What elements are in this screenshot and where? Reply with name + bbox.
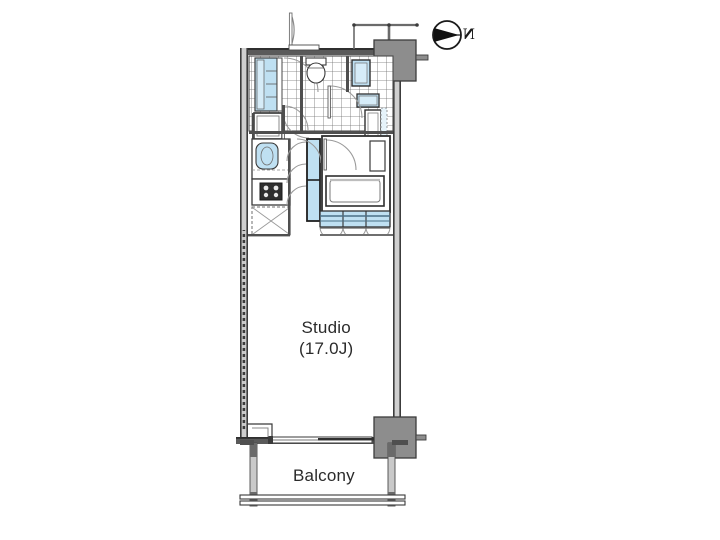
wall-left-core-hatch (242, 230, 246, 430)
balcony-railing-inner (239, 500, 406, 506)
balcony-label: Balcony (293, 466, 355, 485)
wall-top (240, 48, 400, 55)
balcony (239, 440, 408, 507)
wall-right-inner-edge (399, 48, 401, 440)
washing-machine-space (252, 112, 283, 140)
kitchen-sink (255, 142, 279, 170)
balcony-tick-right (392, 440, 408, 445)
wall-left-inner-edge (246, 48, 248, 440)
north-letter: N (463, 26, 475, 43)
partition-vertical-left (282, 105, 285, 134)
bath-unit (321, 135, 391, 213)
studio-floor (248, 236, 393, 437)
storage-closet (286, 138, 322, 222)
north-arrow (432, 20, 462, 50)
balcony-railing-outer (239, 494, 406, 500)
kitchen (251, 138, 291, 236)
entrance-door (288, 12, 320, 51)
balcony-tick-left (240, 440, 254, 445)
wall-left-outer-edge (240, 48, 242, 440)
shoe-cabinet (254, 57, 283, 112)
studio-living (248, 234, 393, 437)
partition-horizontal (249, 131, 393, 134)
interior-partitions (249, 56, 393, 134)
pipe-shaft-lower (373, 416, 427, 459)
studio-name-text: Studio (301, 318, 351, 337)
partition-vertical-hall (300, 56, 303, 134)
bath-vanity (369, 140, 386, 172)
toilet (305, 57, 327, 84)
balcony-door (248, 423, 374, 444)
wall-right-outer-edge (393, 48, 395, 440)
wall-cabinets (319, 210, 391, 240)
entrance-threshold (288, 44, 320, 51)
studio-room-label: Studio (17.0J) (299, 317, 353, 359)
wall-right (393, 48, 401, 440)
wall-cabinet-row (319, 210, 391, 228)
cooktop (259, 182, 283, 201)
wall-top-edge (240, 48, 400, 50)
partition-vertical-toilet (346, 56, 349, 92)
studio-area-text: (17.0J) (299, 339, 354, 358)
entrance-door-leaf (288, 12, 293, 47)
north-arrow-head (434, 28, 459, 42)
